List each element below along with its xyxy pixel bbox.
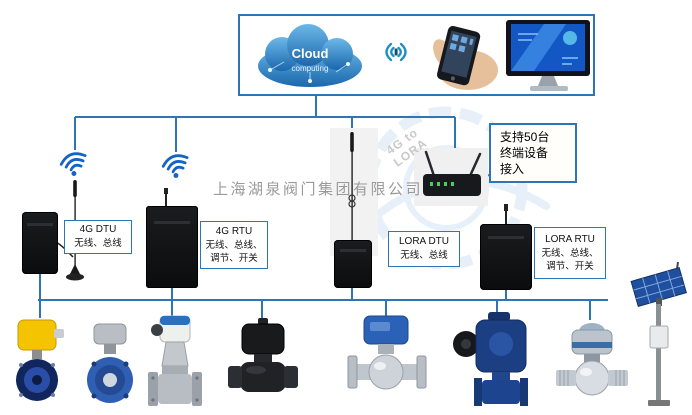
label-box-lora-dtu: LORA DTU 无线、总线 [388, 231, 460, 267]
label-title: LORA RTU [545, 233, 595, 245]
lora-gateway-router-icon [414, 148, 488, 206]
label-desc: 无线、总线、 [541, 247, 599, 259]
desktop-monitor-icon [506, 20, 590, 91]
label-title: LORA DTU [398, 236, 449, 248]
electric-butterfly-valve-yellow-actuator [16, 319, 64, 401]
cloud-computing-icon: Cloud computing [258, 24, 362, 87]
callout-line: 终端设备 [500, 146, 549, 161]
label-box-4g-rtu: 4G RTU 无线、总线、 调节、开关 [200, 221, 268, 269]
label-desc: 调节、开关 [210, 253, 258, 264]
wifi-signal-icon [161, 154, 189, 178]
label-title: 4G RTU [215, 225, 253, 237]
label-title: 4G DTU [79, 224, 117, 236]
electric-gate-valve [148, 315, 202, 406]
callout-line: 接入 [500, 162, 525, 177]
cloud-platform-box: Cloud computing [238, 14, 595, 96]
lora-rtu-device [480, 224, 532, 290]
cloud-subtitle-text: computing [292, 64, 329, 73]
4g-rtu-device [146, 206, 198, 288]
label-box-4g-dtu: 4G DTU 无线、总线 [64, 220, 132, 254]
cloud-title-text: Cloud [292, 46, 329, 61]
flanged-ball-valve-blue-actuator [347, 315, 427, 390]
solar-panel-pole-icon [630, 261, 687, 406]
label-desc: 无线、总线 [74, 238, 122, 250]
label-desc: 无线、总线、 [205, 239, 263, 251]
lora-dtu-device [334, 240, 372, 288]
electric-ball-valve-black [228, 318, 298, 392]
label-desc: 无线、总线 [400, 250, 448, 262]
capacity-callout: 支持50台 终端设备 接入 [489, 123, 577, 183]
callout-line: 支持50台 [500, 130, 550, 144]
electric-globe-valve-blue [453, 312, 528, 406]
company-watermark: 上海湖泉阀门集团有限公司 [213, 181, 424, 198]
4g-dtu-device [22, 212, 58, 274]
stainless-ball-valve-actuator [556, 323, 628, 396]
hand-holding-phone-icon [433, 26, 498, 90]
butterfly-valve-blue-body [87, 323, 133, 403]
wireless-transmission-icon [385, 42, 407, 62]
label-desc: 调节、开关 [546, 261, 594, 272]
label-box-lora-rtu: LORA RTU 无线、总线、 调节、开关 [534, 227, 606, 279]
wifi-signal-icon [59, 152, 87, 176]
